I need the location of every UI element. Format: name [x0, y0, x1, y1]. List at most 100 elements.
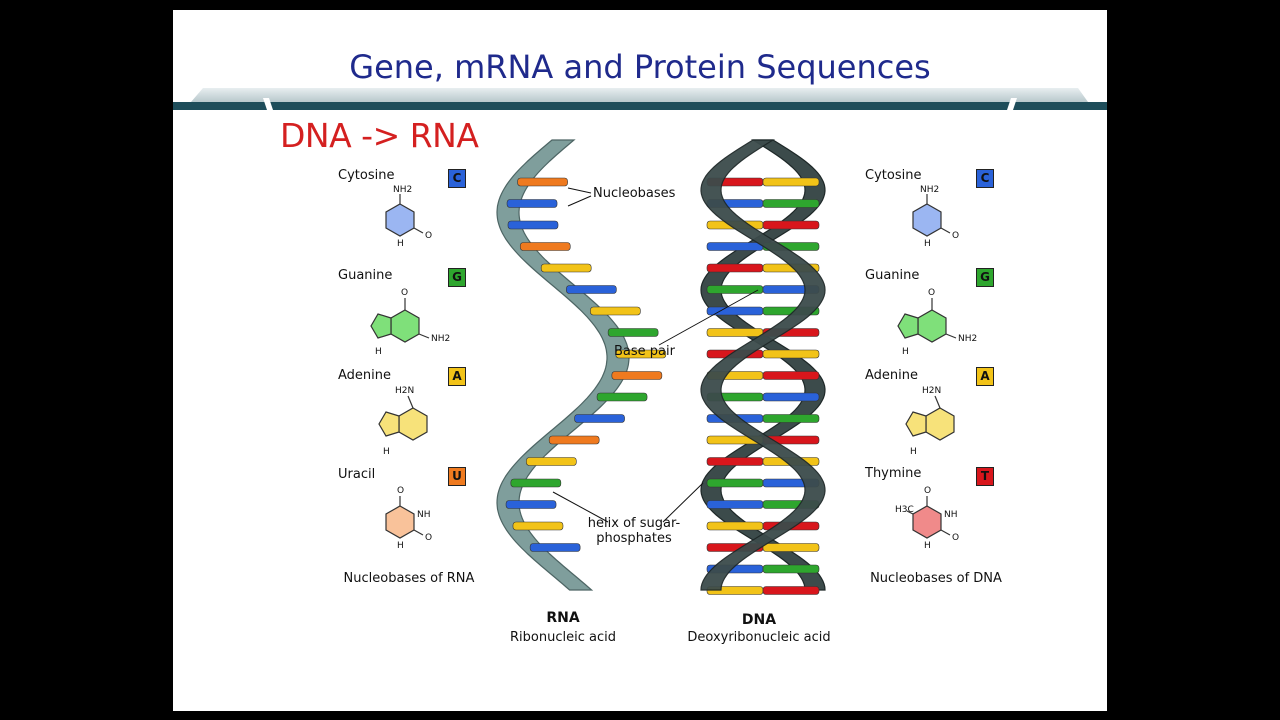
- svg-text:O: O: [924, 486, 931, 496]
- dna-base-right: [762, 177, 820, 187]
- nucleobases-annotation: Nucleobases: [593, 186, 676, 201]
- header-band: [173, 88, 1107, 110]
- rna-nucleobase-a: [590, 306, 641, 316]
- svg-text:H: H: [924, 239, 931, 249]
- dna-backbone-strand-b: [700, 139, 826, 591]
- amine-label: H2N: [922, 386, 941, 396]
- dna-base-right: [762, 349, 820, 359]
- rna-base-label-adenine: Adenine: [338, 368, 392, 383]
- rna-nucleobase-u: [517, 177, 568, 187]
- caption-rna-nucleobases: Nucleobases of RNA: [343, 571, 475, 586]
- dna-base-right: [762, 543, 820, 552]
- dna-base-right: [762, 564, 820, 574]
- rna-nucleobase-a: [512, 521, 564, 531]
- svg-text:NH: NH: [944, 510, 958, 520]
- svg-text:H: H: [383, 447, 390, 457]
- dna-badge-t: T: [976, 467, 994, 486]
- dna-subtitle: Deoxyribonucleic acid: [687, 630, 831, 645]
- dna-badge-g: G: [976, 268, 994, 287]
- svg-text:O: O: [952, 231, 959, 241]
- dna-base-left: [706, 478, 764, 488]
- rna-nucleobase-u: [548, 435, 600, 445]
- rna-base-label-uracil: Uracil: [338, 467, 376, 482]
- dna-base-label-adenine: Adenine: [865, 368, 919, 383]
- cytosine-structure-icon: O H . NH2: [385, 185, 432, 249]
- rna-nucleobase-a: [526, 457, 577, 466]
- thymine-structure-icon: O O H3C NH H: [895, 486, 959, 551]
- rna-nucleobase-g: [596, 392, 648, 402]
- dna-base-label-thymine: Thymine: [865, 466, 922, 481]
- amine-label: H2N: [395, 386, 414, 396]
- amine-label: NH2: [431, 334, 450, 344]
- dna-base-left: [706, 457, 764, 466]
- amine-label: NH2: [393, 185, 412, 195]
- svg-text:H: H: [924, 541, 931, 551]
- svg-text:O: O: [401, 288, 408, 298]
- rna-base-label-cytosine: Cytosine: [338, 168, 395, 183]
- rna-nucleobase-c: [507, 220, 559, 230]
- uracil-structure-icon: O O NH H: [385, 486, 432, 551]
- rna-nucleobase-c: [505, 500, 557, 509]
- helix-diagram: [496, 139, 826, 595]
- svg-text:H: H: [902, 347, 909, 357]
- amine-label: NH2: [958, 334, 977, 344]
- dna-base-left: [706, 328, 764, 337]
- svg-text:NH: NH: [417, 510, 431, 520]
- svg-text:O: O: [425, 533, 432, 543]
- rna-nucleobase-u: [611, 371, 663, 380]
- annotation-lines: [552, 187, 759, 523]
- helix-annotation: helix of sugar-phosphates: [587, 516, 681, 546]
- dna-badge-c: C: [976, 169, 994, 188]
- rna-nucleobase-c: [574, 414, 625, 423]
- slide-title: Gene, mRNA and Protein Sequences: [349, 48, 931, 86]
- rna-nucleobase-c: [566, 285, 617, 294]
- slide-subtitle: DNA -> RNA: [280, 116, 479, 155]
- rna-nucleobase-c: [529, 543, 581, 552]
- dna-helix: [700, 139, 826, 595]
- rna-badge-a: A: [448, 367, 466, 386]
- dna-base-left: [706, 500, 764, 509]
- svg-text:O: O: [952, 533, 959, 543]
- rna-badge-u: U: [448, 467, 466, 486]
- rna-title: RNA: [546, 610, 580, 626]
- dna-base-left: [706, 263, 764, 273]
- dna-base-label-cytosine: Cytosine: [865, 168, 922, 183]
- adenine-structure-icon: H2N H: [905, 386, 955, 457]
- svg-text:O: O: [425, 231, 432, 241]
- svg-text:O: O: [397, 486, 404, 496]
- rna-nucleobase-u: [519, 242, 571, 251]
- rna-badge-c: C: [448, 169, 466, 188]
- dna-base-right: [762, 414, 820, 423]
- caption-dna-nucleobases: Nucleobases of DNA: [870, 571, 1002, 586]
- rna-nucleobase-c: [506, 199, 558, 208]
- base-pair-annotation: Base pair: [614, 344, 675, 359]
- rna-base-label-guanine: Guanine: [338, 268, 393, 283]
- svg-text:H: H: [375, 347, 382, 357]
- dna-base-right: [762, 392, 820, 402]
- rna-nucleobase-g: [607, 328, 659, 337]
- dna-base-right: [762, 586, 820, 595]
- amine-label: NH2: [920, 185, 939, 195]
- rna-nucleobase-a: [615, 349, 667, 359]
- guanine-structure-icon: O NH2 H: [370, 288, 450, 357]
- svg-text:H: H: [910, 447, 917, 457]
- dna-title: DNA: [741, 612, 777, 628]
- rna-helix: [496, 139, 667, 591]
- dna-base-right: [762, 371, 820, 380]
- dna-base-label-guanine: Guanine: [865, 268, 920, 283]
- dna-badge-a: A: [976, 367, 994, 386]
- adenine-structure-icon: H2N H: [378, 386, 428, 457]
- dna-base-left: [706, 242, 764, 251]
- cytosine-structure-icon: O H NH2: [912, 185, 959, 249]
- dna-base-right: [762, 199, 820, 208]
- dna-base-left: [706, 521, 764, 531]
- svg-text:H: H: [397, 541, 404, 551]
- guanine-structure-icon: O NH2 H: [897, 288, 977, 357]
- methyl-label: H3C: [895, 505, 914, 515]
- svg-text:O: O: [928, 288, 935, 298]
- rna-nucleobase-a: [540, 263, 592, 273]
- rna-badge-g: G: [448, 268, 466, 287]
- rna-subtitle: Ribonucleic acid: [510, 630, 616, 645]
- rna-nucleobase-g: [510, 478, 562, 488]
- slide: Gene, mRNA and Protein Sequences DNA -> …: [173, 10, 1107, 711]
